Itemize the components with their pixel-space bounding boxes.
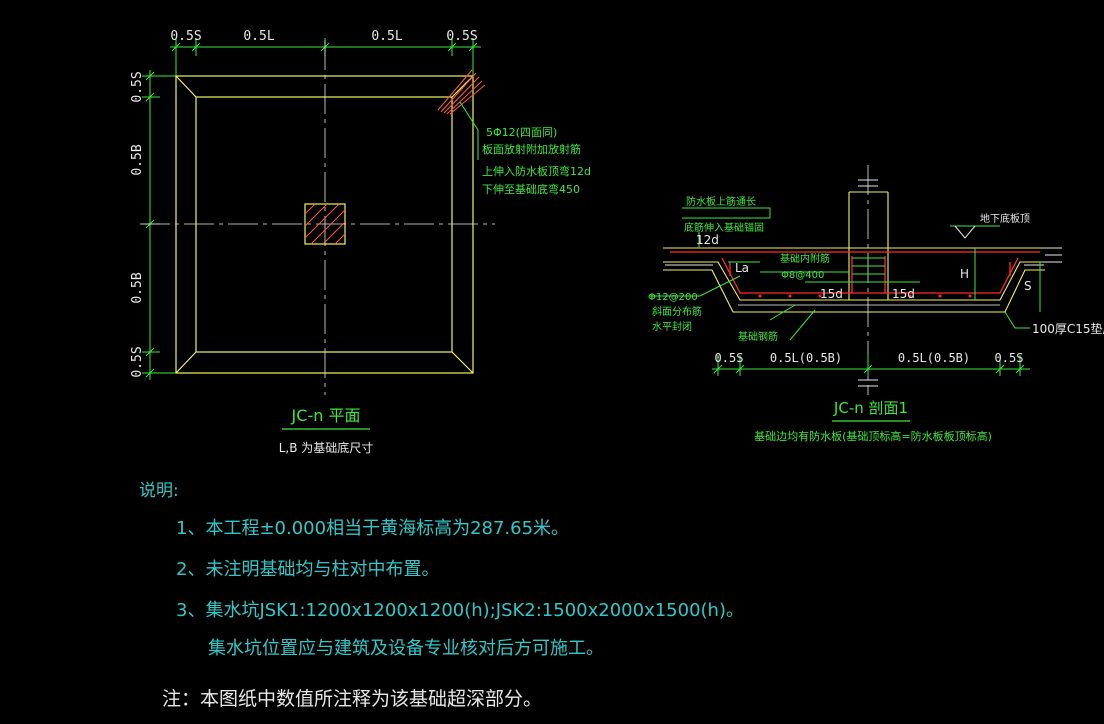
plan-dim-top-3: 0.5L <box>371 29 402 44</box>
section-dim-bottom-3: 0.5L(0.5B) <box>898 351 970 365</box>
section-column <box>848 191 889 300</box>
section-label-s: S <box>1024 279 1032 293</box>
plan-dim-top-1: 0.5S <box>170 29 201 44</box>
section-note-top-left-1: 防水板上筋通长 <box>686 195 756 208</box>
section-pit-outline <box>663 247 1045 313</box>
section-note-top-right: 地下底板顶 <box>980 212 1030 225</box>
section-view: 防水板上筋通长 底筋伸入基础锚固 地下底板顶 基础内附筋 Φ8@400 Φ12@… <box>648 165 1104 443</box>
section-note-top-left-2: 底筋伸入基础锚固 <box>684 221 764 234</box>
section-axis-break <box>858 179 878 387</box>
plan-title: JC-n 平面 <box>291 406 361 425</box>
plan-rebar-note-4: 下伸至基础底弯450 <box>482 182 580 196</box>
section-dim-bottom-2: 0.5L(0.5B) <box>770 351 842 365</box>
plan-column <box>304 203 346 245</box>
section-cushion-hatch <box>665 264 1044 306</box>
section-title: JC-n 剖面1 <box>833 399 908 417</box>
section-label-h: H <box>960 267 969 281</box>
plan-dim-left-1: 0.5S <box>130 71 145 102</box>
section-height-dimension <box>974 248 1041 312</box>
section-rebar-dots <box>758 294 972 298</box>
section-elevation-marker <box>954 225 1062 263</box>
section-label-la: La <box>735 261 749 275</box>
section-note-left-2: 斜面分布筋 <box>652 305 702 318</box>
section-note-bottom: 基础钢筋 <box>738 330 778 343</box>
section-note-left-3: 水平封闭 <box>652 320 692 333</box>
plan-dim-top-2: 0.5L <box>243 29 274 44</box>
section-subtitle: 基础边均有防水板(基础顶标高=防水板板顶标高) <box>754 429 992 443</box>
section-note-inner-2: Φ8@400 <box>781 270 824 281</box>
plan-rebar-note-2: 板面放射附加放射筋 <box>482 142 581 156</box>
plan-dim-left-3: 0.5B <box>130 272 145 303</box>
section-label-15d-left: 15d <box>820 287 843 301</box>
section-label-15d-right: 15d <box>892 287 915 301</box>
plan-rebar-leader <box>459 101 479 160</box>
section-dim-bottom-1: 0.5S <box>715 351 744 365</box>
plan-dim-left-4: 0.5S <box>130 346 145 377</box>
plan-footing-outline <box>175 75 474 374</box>
section-leaders <box>650 207 1030 341</box>
plan-subtitle: L,B 为基础底尺寸 <box>279 440 374 455</box>
section-label-12d: 12d <box>696 233 719 247</box>
plan-corner-radial-bars <box>437 69 486 115</box>
plan-rebar-note-3: 上伸入防水板顶弯12d <box>482 164 591 178</box>
section-note-right: 100厚C15垫层 <box>1032 321 1104 336</box>
plan-top-dimension <box>170 38 481 76</box>
plan-view: 0.5S 0.5L 0.5L 0.5S 0.5S 0.5B 0.5B 0.5S <box>130 29 591 455</box>
section-column-ties <box>852 257 885 283</box>
section-note-left-1: Φ12@200 <box>648 292 698 303</box>
section-bottom-dimension <box>712 355 1030 376</box>
section-dim-bottom-4: 0.5S <box>995 351 1024 365</box>
plan-dim-left-2: 0.5B <box>130 144 145 175</box>
plan-rebar-note-1: 5Φ12(四面同) <box>486 126 557 139</box>
plan-left-dimension <box>142 70 176 380</box>
section-note-inner-1: 基础内附筋 <box>780 252 830 265</box>
plan-dim-top-4: 0.5S <box>446 29 477 44</box>
